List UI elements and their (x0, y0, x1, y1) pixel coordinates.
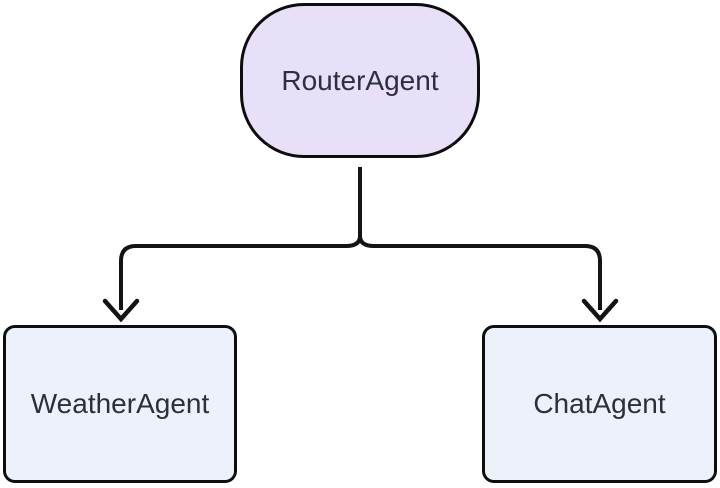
node-routeragent-label: RouterAgent (281, 64, 439, 96)
node-chatagent[interactable]: ChatAgent (482, 325, 717, 483)
arrowhead-down-weatheragent-icon (102, 298, 140, 323)
node-weatheragent[interactable]: WeatherAgent (3, 325, 237, 483)
node-chatagent-label: ChatAgent (533, 388, 666, 419)
node-routeragent[interactable]: RouterAgent (240, 3, 480, 158)
edge-router-to-weatheragent (119, 235, 362, 310)
edge-router-to-chatagent (358, 235, 602, 310)
edge-group (102, 167, 619, 323)
arrowhead-down-chatagent-icon (581, 298, 619, 323)
node-weatheragent-label: WeatherAgent (30, 388, 210, 419)
